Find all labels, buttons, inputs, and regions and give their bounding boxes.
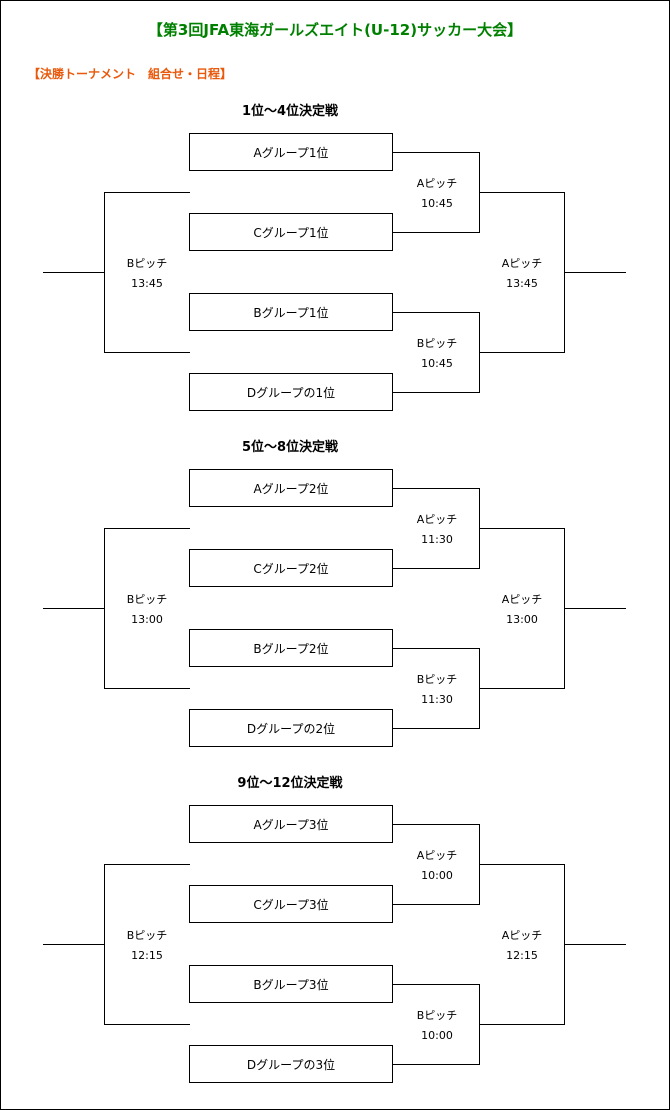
pitch-label: Aピッチ xyxy=(501,257,543,270)
bracket-line xyxy=(104,352,190,353)
team-slot: Dグループの1位 xyxy=(189,373,393,411)
bracket-line xyxy=(565,272,626,273)
bracket-line xyxy=(393,984,480,985)
match-time: 11:30 xyxy=(421,533,453,546)
bracket-line xyxy=(480,352,565,353)
semifinal-top-label: Aピッチ 10:00 xyxy=(392,846,482,886)
pitch-label: Bピッチ xyxy=(416,673,458,686)
match-time: 13:00 xyxy=(131,613,163,626)
bracket-line xyxy=(479,984,480,1065)
page-title: 【第3回JFA東海ガールズエイト(U-12)サッカー大会】 xyxy=(147,21,523,39)
bracket-section: 5位～8位決定戦 Aグループ2位 Cグループ2位 Bグループ2位 Dグループの2… xyxy=(0,440,670,760)
match-time: 12:15 xyxy=(131,949,163,962)
bracket-line xyxy=(393,568,480,569)
match-time: 13:45 xyxy=(131,277,163,290)
right-match-label: Aピッチ 12:15 xyxy=(477,926,567,966)
match-time: 10:45 xyxy=(421,357,453,370)
bracket-line xyxy=(480,1024,565,1025)
match-time: 13:45 xyxy=(506,277,538,290)
bracket-line xyxy=(479,824,480,905)
right-match-label: Aピッチ 13:45 xyxy=(477,254,567,294)
section-title: 9位～12位決定戦 xyxy=(237,776,343,791)
bracket-line xyxy=(104,192,105,353)
match-time: 10:45 xyxy=(421,197,453,210)
semifinal-top-label: Aピッチ 11:30 xyxy=(392,510,482,550)
bracket-line xyxy=(564,528,565,689)
match-time: 10:00 xyxy=(421,1029,453,1042)
left-match-label: Bピッチ 13:45 xyxy=(102,254,192,294)
team-slot: Aグループ3位 xyxy=(189,805,393,843)
bracket-line xyxy=(480,864,565,865)
match-time: 13:00 xyxy=(506,613,538,626)
bracket-line xyxy=(479,648,480,729)
match-time: 12:15 xyxy=(506,949,538,962)
bracket-line xyxy=(565,944,626,945)
semifinal-bottom-label: Bピッチ 11:30 xyxy=(392,670,482,710)
team-slot: Bグループ1位 xyxy=(189,293,393,331)
pitch-label: Aピッチ xyxy=(416,849,458,862)
team-slot: Aグループ2位 xyxy=(189,469,393,507)
bracket-line xyxy=(393,152,480,153)
match-time: 10:00 xyxy=(421,869,453,882)
bracket-line xyxy=(393,232,480,233)
bracket-line xyxy=(480,528,565,529)
bracket-line xyxy=(479,312,480,393)
section-title: 5位～8位決定戦 xyxy=(241,440,339,455)
section-title: 1位～4位決定戦 xyxy=(241,104,339,119)
pitch-label: Bピッチ xyxy=(416,337,458,350)
bracket-line xyxy=(393,312,480,313)
bracket-line xyxy=(564,192,565,353)
bracket-line xyxy=(480,688,565,689)
bracket-line xyxy=(393,904,480,905)
pitch-label: Aピッチ xyxy=(501,593,543,606)
left-match-label: Bピッチ 13:00 xyxy=(102,590,192,630)
team-slot: Bグループ2位 xyxy=(189,629,393,667)
bracket-section: 1位～4位決定戦 Aグループ1位 Cグループ1位 Bグループ1位 Dグループの1… xyxy=(0,104,670,424)
bracket-line xyxy=(564,864,565,1025)
bracket-line xyxy=(393,648,480,649)
bracket-line xyxy=(393,392,480,393)
pitch-label: Bピッチ xyxy=(126,593,168,606)
pitch-label: Aピッチ xyxy=(501,929,543,942)
semifinal-bottom-label: Bピッチ 10:00 xyxy=(392,1006,482,1046)
bracket-line xyxy=(565,608,626,609)
bracket-line xyxy=(479,152,480,233)
team-slot: Dグループの3位 xyxy=(189,1045,393,1083)
bracket-line xyxy=(43,608,104,609)
team-slot: Bグループ3位 xyxy=(189,965,393,1003)
bracket-line xyxy=(393,728,480,729)
bracket-line xyxy=(104,528,190,529)
pitch-label: Bピッチ xyxy=(126,257,168,270)
team-slot: Cグループ1位 xyxy=(189,213,393,251)
pitch-label: Aピッチ xyxy=(416,513,458,526)
pitch-label: Bピッチ xyxy=(126,929,168,942)
bracket-line xyxy=(480,192,565,193)
pitch-label: Aピッチ xyxy=(416,177,458,190)
left-match-label: Bピッチ 12:15 xyxy=(102,926,192,966)
bracket-line xyxy=(104,528,105,689)
team-slot: Cグループ2位 xyxy=(189,549,393,587)
bracket-line xyxy=(393,1064,480,1065)
bracket-line xyxy=(104,864,105,1025)
team-slot: Cグループ3位 xyxy=(189,885,393,923)
tournament-subheading: 【決勝トーナメント 組合せ・日程】 xyxy=(28,67,233,81)
bracket-line xyxy=(104,688,190,689)
team-slot: Aグループ1位 xyxy=(189,133,393,171)
bracket-line xyxy=(43,944,104,945)
bracket-line xyxy=(104,864,190,865)
semifinal-top-label: Aピッチ 10:45 xyxy=(392,174,482,214)
bracket-line xyxy=(104,1024,190,1025)
pitch-label: Bピッチ xyxy=(416,1009,458,1022)
bracket-line xyxy=(479,488,480,569)
bracket-line xyxy=(393,824,480,825)
bracket-line xyxy=(104,192,190,193)
semifinal-bottom-label: Bピッチ 10:45 xyxy=(392,334,482,374)
bracket-line xyxy=(43,272,104,273)
bracket-line xyxy=(393,488,480,489)
match-time: 11:30 xyxy=(421,693,453,706)
right-match-label: Aピッチ 13:00 xyxy=(477,590,567,630)
bracket-section: 9位～12位決定戦 Aグループ3位 Cグループ3位 Bグループ3位 Dグループの… xyxy=(0,776,670,1096)
team-slot: Dグループの2位 xyxy=(189,709,393,747)
